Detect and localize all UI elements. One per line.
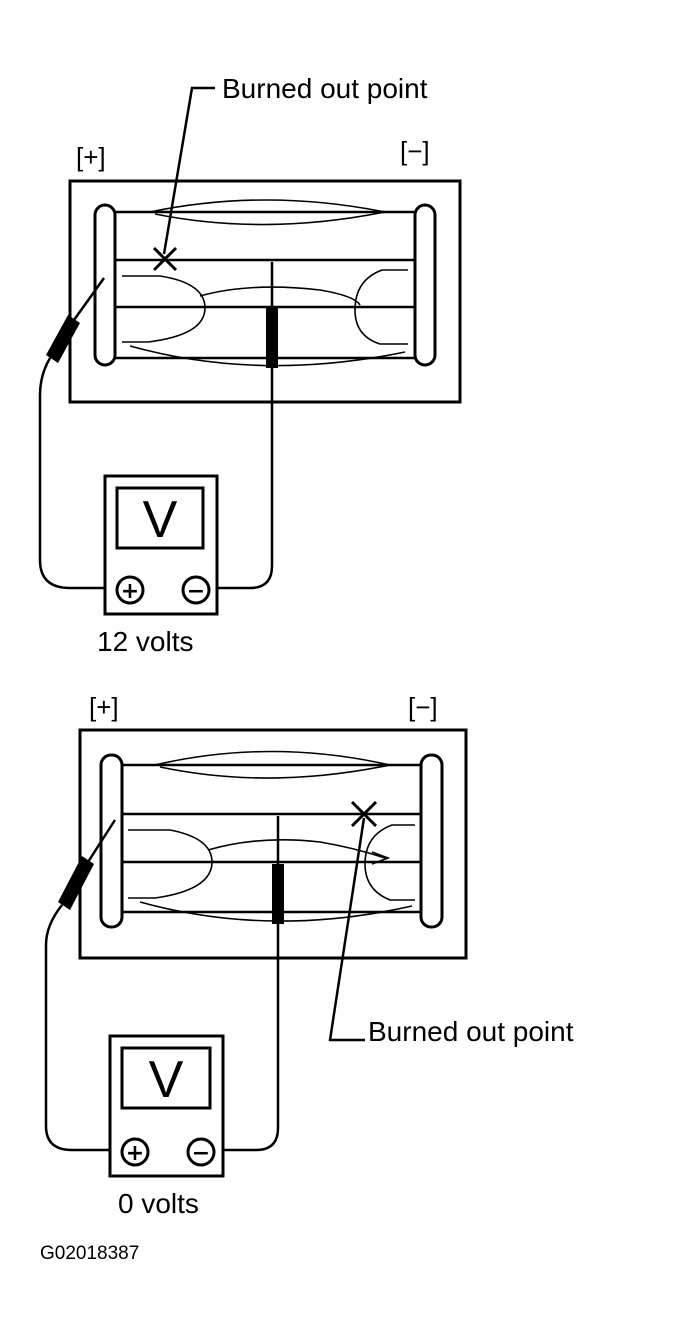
bottom-terminal-positive: [+]	[89, 692, 119, 722]
top-reading: 12 volts	[97, 626, 194, 657]
bottom-callout-leader	[328, 817, 366, 1042]
top-burned-out-mark	[152, 246, 178, 272]
top-terminal-negative: [−]	[400, 136, 430, 166]
bottom-meter-display	[120, 1046, 212, 1110]
top-callout-label: Burned out point	[222, 73, 428, 104]
top-negative-bus-bar	[413, 203, 437, 367]
top-callout-leader	[162, 86, 215, 255]
bottom-meter-positive-jack	[120, 1137, 150, 1167]
bottom-callout-label: Burned out point	[368, 1016, 574, 1047]
top-voltmeter: V + −	[103, 474, 219, 616]
top-positive-probe	[38, 277, 112, 590]
top-glass-frame	[68, 179, 462, 404]
bottom-meter-minus-symbol: −	[192, 1141, 210, 1166]
top-meter-negative-jack	[181, 575, 211, 605]
bottom-meter-letter: V	[149, 1051, 184, 1109]
top-grid-lines	[115, 210, 415, 360]
bottom-burned-out-mark	[350, 800, 378, 828]
bottom-grid-lines	[122, 763, 421, 914]
top-meter-letter: V	[143, 491, 178, 549]
bottom-voltmeter: V + −	[108, 1034, 225, 1178]
bottom-current-flow-lines	[128, 750, 415, 922]
bottom-terminal-negative: [−]	[408, 692, 438, 722]
top-current-flow-lines	[122, 199, 408, 367]
top-meter-minus-symbol: −	[187, 579, 205, 604]
bottom-negative-probe	[215, 816, 284, 1152]
bottom-positive-bus-bar	[99, 753, 124, 929]
top-positive-bus-bar	[93, 203, 117, 367]
top-meter-plus-symbol: +	[121, 579, 139, 604]
top-negative-probe	[210, 262, 278, 590]
top-panel: Burned out point [+] [−]	[38, 73, 462, 657]
top-terminal-positive: [+]	[76, 142, 106, 172]
figure-code: G02018387	[40, 1243, 139, 1264]
bottom-panel: [+] [−] Burned	[44, 692, 574, 1219]
bottom-glass-frame	[78, 728, 468, 960]
top-meter-positive-jack	[115, 575, 145, 605]
top-meter-display	[115, 486, 205, 550]
bottom-meter-plus-symbol: +	[126, 1141, 144, 1166]
bottom-meter-negative-jack	[186, 1137, 216, 1167]
bottom-negative-bus-bar	[419, 753, 444, 929]
bottom-reading: 0 volts	[118, 1188, 199, 1219]
bottom-positive-probe	[44, 819, 117, 1152]
